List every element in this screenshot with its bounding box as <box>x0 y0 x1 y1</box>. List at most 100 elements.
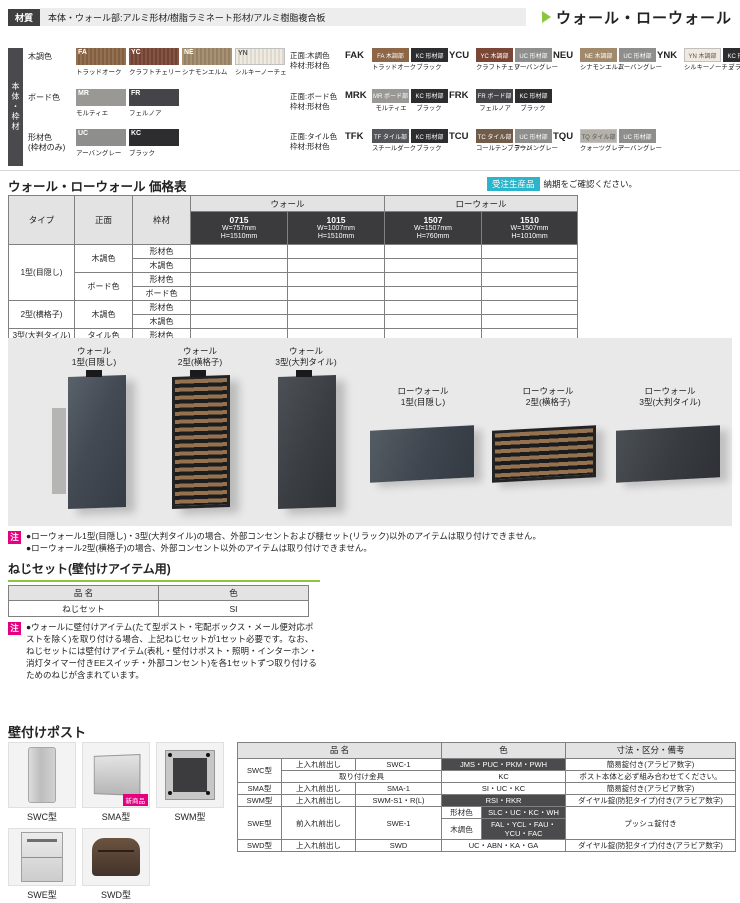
wall-notes: 注 ●ローウォール1型(目隠し)・3型(大判タイル)の場合、外部コンセントおよび… <box>8 531 732 555</box>
price-cell <box>190 314 288 329</box>
posts-header-spec: 寸法・区分・備考 <box>565 742 737 759</box>
new-product-badge: 新商品 <box>122 794 148 806</box>
row-label: 形材色 (枠材のみ) <box>28 133 66 152</box>
header-frame: 枠材 <box>132 195 191 245</box>
color-chip: UC <box>76 129 126 146</box>
price-cell <box>384 300 483 315</box>
post-image-sma: 新商品 <box>82 742 150 808</box>
posts-header-name: 品 名 <box>236 742 443 759</box>
wall-2-image <box>148 370 252 514</box>
materials-row-board: ボード色 MR モルティエ FR フェルノア 正面:ボード色 枠材:形材色 <box>28 88 740 126</box>
combo-chip: KC 形材部 <box>411 129 448 143</box>
materials-row-wood: 木調色 FA トラッドオーク YC クラフトチェリー NE シナモンエルム <box>28 48 740 85</box>
price-cell <box>286 258 386 273</box>
materials-side-label: 本体・枠材 <box>8 48 23 166</box>
swatch-group: UC アーバングレー KC ブラック <box>76 129 290 157</box>
combo-mrk: MRK MR ボード部 KC 形材部 モルティエブラック <box>345 88 448 112</box>
combo-chip: FA 木調部 <box>372 48 409 62</box>
table-row: 2型(横格子) 木調色 形材色 <box>8 300 579 329</box>
note-label: 注 <box>8 531 21 544</box>
combo-chip: YC 木調部 <box>476 48 513 62</box>
price-cell <box>481 300 579 315</box>
table-row: 木調色 <box>9 314 579 329</box>
order-note-text: 納期をご確認ください。 <box>543 179 638 189</box>
color-chip: KC <box>129 129 179 146</box>
posts-table: 品 名 色 寸法・区分・備考 SWC型 上入れ前出し SWC-1 JMS・PUC… <box>236 742 737 852</box>
header-front: 正面 <box>74 195 133 245</box>
price-cell <box>286 286 386 301</box>
post-figure-swd: SWD型 <box>82 828 150 901</box>
combo-chip: KC 形材部 <box>411 48 448 62</box>
color-chip: YC <box>129 48 179 65</box>
table-row: 取り付け金具 KC ポスト本体と必ず組み合わせてください。 <box>238 770 737 783</box>
price-cell <box>481 244 579 259</box>
swatch-yc: YC クラフトチェリー <box>129 48 181 76</box>
swatch-kc: KC ブラック <box>129 129 179 157</box>
combo-tfk: TFK TF タイル部 KC 形材部 スチールダークブラック <box>345 129 448 152</box>
wall-1-image <box>44 370 144 514</box>
combo-group: TFK TF タイル部 KC 形材部 スチールダークブラック TCU TC タイ… <box>345 129 740 152</box>
note-text: ●ローウォール1型(目隠し)・3型(大判タイル)の場合、外部コンセントおよび棚セ… <box>26 531 541 553</box>
table-row: SWE型 前入れ前出し SWE-1 形材色 SLC・UC・KC・WH プッシュ錠… <box>237 806 737 840</box>
price-cell <box>190 286 288 301</box>
screw-name-header: 品 名 <box>8 585 159 601</box>
swatch-ne: NE シナモンエルム <box>182 48 232 76</box>
price-cell <box>190 258 288 273</box>
swatch-yn: YN シルキーノーチェ <box>235 48 287 76</box>
post-image-swd <box>82 828 150 886</box>
section-divider <box>0 170 740 171</box>
screw-color-header: 色 <box>158 585 309 601</box>
swatch-fr: FR フェルノア <box>129 88 179 117</box>
combo-chip: KC 形材部 <box>411 88 448 103</box>
swatch-group: MR モルティエ FR フェルノア <box>76 88 290 117</box>
swatch-group: FA トラッドオーク YC クラフトチェリー NE シナモンエルム YN シルキ… <box>76 48 290 76</box>
combo-fak: FAK FA 木調部 KC 形材部 トラッドオークブラック <box>345 48 448 71</box>
order-note: 受注生産品 納期をご確認ください。 <box>487 177 637 191</box>
posts-title: 壁付けポスト <box>8 725 87 740</box>
price-cell <box>286 314 386 329</box>
color-chip: NE <box>182 48 232 65</box>
combo-header: 正面:タイル色 枠材:形材色 <box>290 132 338 152</box>
combo-chip: UC 形材部 <box>515 48 552 62</box>
table-row: 木調色 FAL・YCL・FAU・YCU・FAC <box>238 818 736 840</box>
price-cell <box>190 300 288 315</box>
combo-tqu: TQU TQ タイル部 UC 形材部 クォーツグレーアーバングレー <box>553 129 662 152</box>
material-description: 本体・ウォール部:アルミ形材/樹脂ラミネート形材/アルミ樹脂複合板 <box>40 8 527 26</box>
post-image-swc <box>8 742 76 808</box>
price-cell <box>481 258 579 273</box>
combo-header: 正面:ボード色 枠材:形材色 <box>290 91 338 111</box>
swatch-uc: UC アーバングレー <box>76 129 126 157</box>
combo-chip: FR ボード部 <box>476 88 513 103</box>
price-cell <box>481 286 579 301</box>
table-row: 1型(目隠し) 木調色 形材色 <box>8 244 579 301</box>
combo-chip: YN 木調部 <box>684 48 721 62</box>
combo-ycu: YCU YC 木調部 UC 形材部 クラフトチェリーアーバングレー <box>449 48 558 71</box>
combo-chip: MR ボード部 <box>372 88 409 103</box>
price-cell <box>384 286 483 301</box>
price-cell <box>384 258 483 273</box>
table-row: SWC型 上入れ前出し SWC-1 JMS・PUC・PKM・PWH 簡易錠付き(… <box>237 758 737 783</box>
swatch-mr: MR モルティエ <box>76 88 126 117</box>
combo-tcu: TCU TC タイル部 UC 形材部 コールテンブラウンアーバングレー <box>449 129 558 152</box>
screw-note: 注 ●ウォールに壁付けアイテム(たて型ポスト・宅配ボックス・メール便対応ポストを… <box>8 622 320 681</box>
combo-ynk: YNK YN 木調部 KC 形材部 シルキーノーチェブラック <box>657 48 740 71</box>
header-lowwall: ローウォール <box>384 195 579 212</box>
combo-group: MRK MR ボード部 KC 形材部 モルティエブラック FRK FR ボード部… <box>345 88 740 112</box>
post-figure-sma: 新商品 SMA型 <box>82 742 150 823</box>
price-cell <box>481 272 579 287</box>
header-bar: 材質 本体・ウォール部:アルミ形材/樹脂ラミネート形材/アルミ樹脂複合板 ウォー… <box>8 8 732 27</box>
screw-color-value: SI <box>158 600 309 617</box>
combo-chip: UC 形材部 <box>619 129 656 143</box>
materials-section: 本体・枠材 木調色 FA トラッドオーク YC クラフトチェリー NE <box>8 48 740 166</box>
screw-set-table: 品 名 色 ねじセット SI <box>8 585 309 617</box>
post-image-swe <box>8 828 76 886</box>
price-cell <box>286 244 386 259</box>
